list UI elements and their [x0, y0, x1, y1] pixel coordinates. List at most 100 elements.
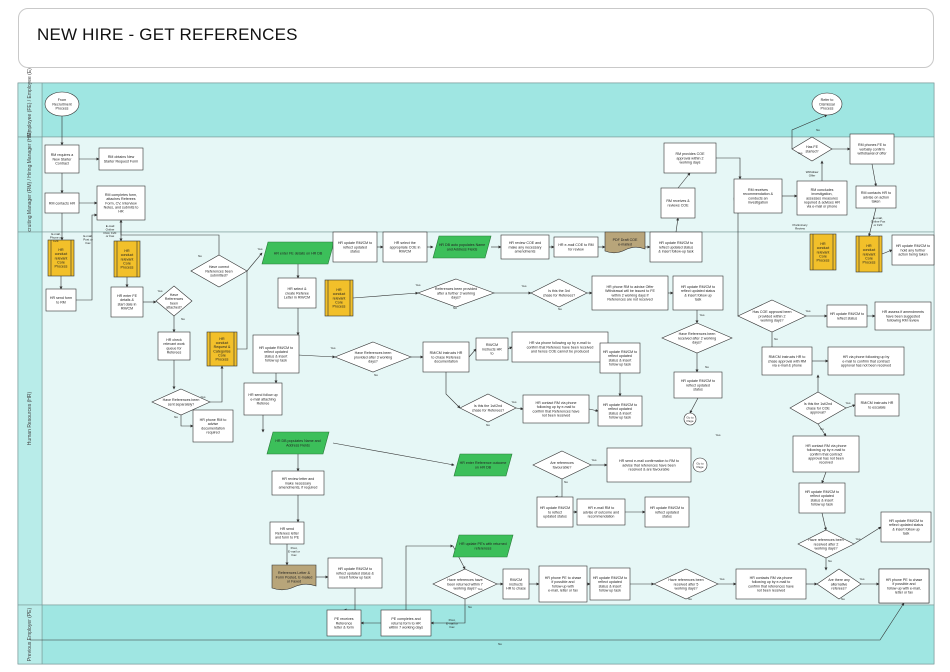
- edge-label: No: [828, 559, 832, 563]
- node-text: RM contacts HR: [49, 201, 76, 205]
- edge-label: Yes: [201, 395, 206, 399]
- edge-label: Yes: [416, 283, 421, 287]
- connector: [332, 442, 455, 467]
- connector: [210, 365, 224, 403]
- page-title: NEW HIRE - GET REFERENCES: [37, 25, 298, 44]
- lane-label-hr: Human Resources (HR): [27, 391, 33, 445]
- connector: [30, 602, 905, 641]
- edge-label: No: [816, 128, 820, 132]
- edge-label: Yes: [720, 577, 725, 581]
- connector: [716, 157, 742, 180]
- connector: [430, 599, 466, 625]
- connector: [405, 544, 454, 610]
- connector: [677, 172, 691, 189]
- connector: [821, 471, 827, 484]
- edge-label: No: [198, 254, 202, 258]
- connector: [246, 252, 263, 272]
- connector: [507, 346, 513, 350]
- lane-label-fe: Future Employee (FE) / Employee (E): [27, 68, 33, 152]
- edge-label: No: [453, 306, 457, 310]
- connector: [119, 219, 220, 255]
- edge-label: Yes: [806, 309, 811, 313]
- edge-label: Yes: [716, 433, 721, 437]
- connector: [689, 397, 699, 414]
- edge-label: No: [558, 307, 562, 311]
- edge-label: No: [181, 317, 185, 321]
- edge-label: Yes: [846, 401, 851, 405]
- edge-label: Yes: [512, 400, 517, 404]
- edge-label: Yes: [860, 577, 865, 581]
- edge-label: No: [688, 597, 692, 601]
- node-n23: References Letter &Form Posted, E-mailed…: [271, 564, 317, 591]
- lane-fe: [41, 82, 935, 138]
- lane-pe: [41, 604, 935, 665]
- lane-rm: [41, 136, 935, 233]
- connector: [76, 213, 98, 301]
